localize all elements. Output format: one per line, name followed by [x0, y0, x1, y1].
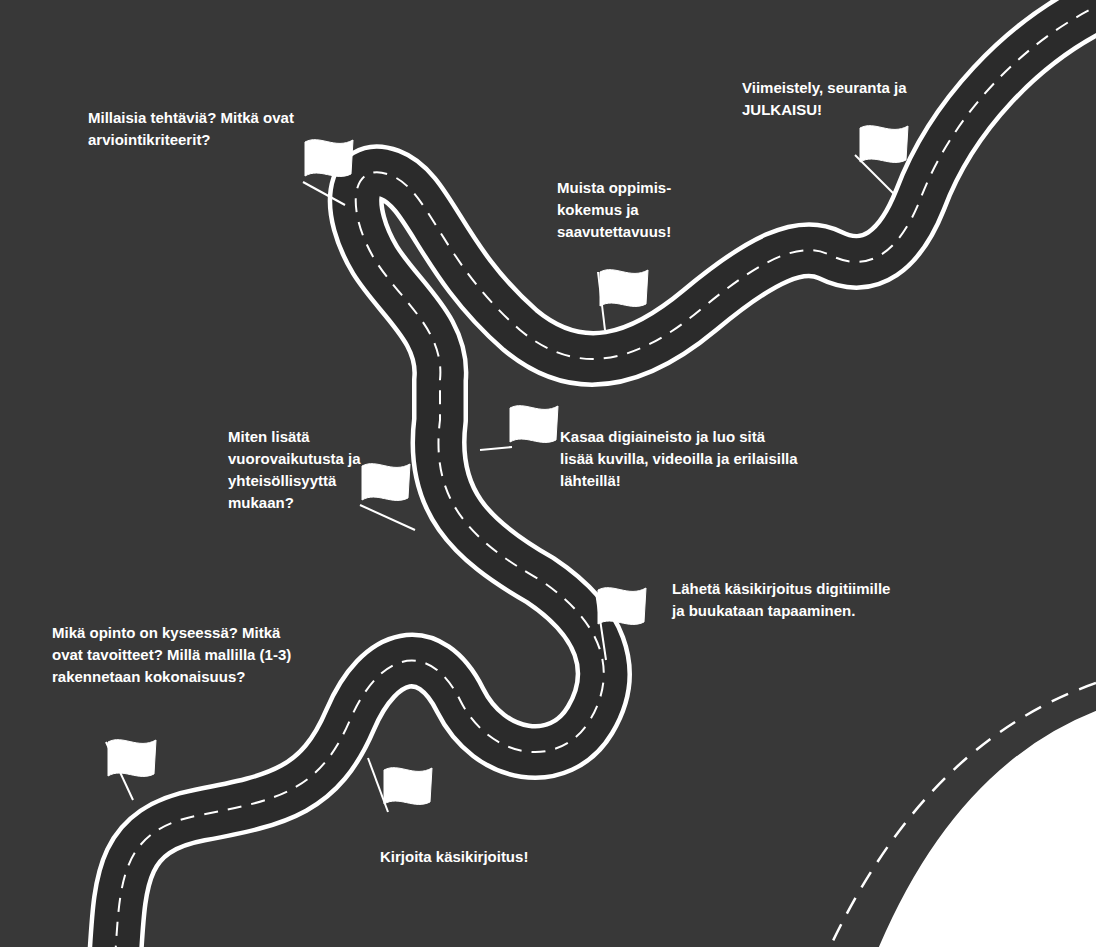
flag	[510, 406, 558, 443]
step-label: Muista oppimis- kokemus ja saavutettavuu…	[557, 177, 697, 243]
road-edge	[115, 0, 1096, 947]
flag-pole	[303, 182, 345, 205]
white-area	[880, 712, 1096, 947]
flag-pole	[480, 447, 512, 450]
road-surface	[115, 0, 1096, 947]
step-label: Kasaa digiaineisto ja luo sitä lisää kuv…	[560, 426, 800, 492]
step-label: Lähetä käsikirjoitus digitiimille ja buu…	[672, 578, 902, 622]
flag	[305, 140, 353, 177]
flags	[106, 126, 908, 812]
winding-road	[115, 0, 1096, 947]
flag	[860, 126, 908, 163]
center-line	[115, 0, 1096, 947]
step-label: Mikä opinto on kyseessä? Mitkä ovat tavo…	[52, 622, 302, 688]
step-label: Miten lisätä vuorovaikutusta ja yhteisöl…	[228, 426, 398, 514]
step-label: Viimeistely, seuranta ja JULKAISU!	[742, 77, 932, 121]
flag	[108, 740, 156, 777]
flag	[362, 464, 410, 501]
step-label: Kirjoita käsikirjoitus!	[380, 846, 600, 868]
lane-dashes	[830, 683, 1096, 947]
step-label: Millaisia tehtäviä? Mitkä ovat arviointi…	[88, 107, 313, 151]
flag	[384, 768, 432, 805]
flag-pole	[360, 505, 415, 530]
flag	[598, 588, 646, 625]
flag	[600, 270, 648, 307]
